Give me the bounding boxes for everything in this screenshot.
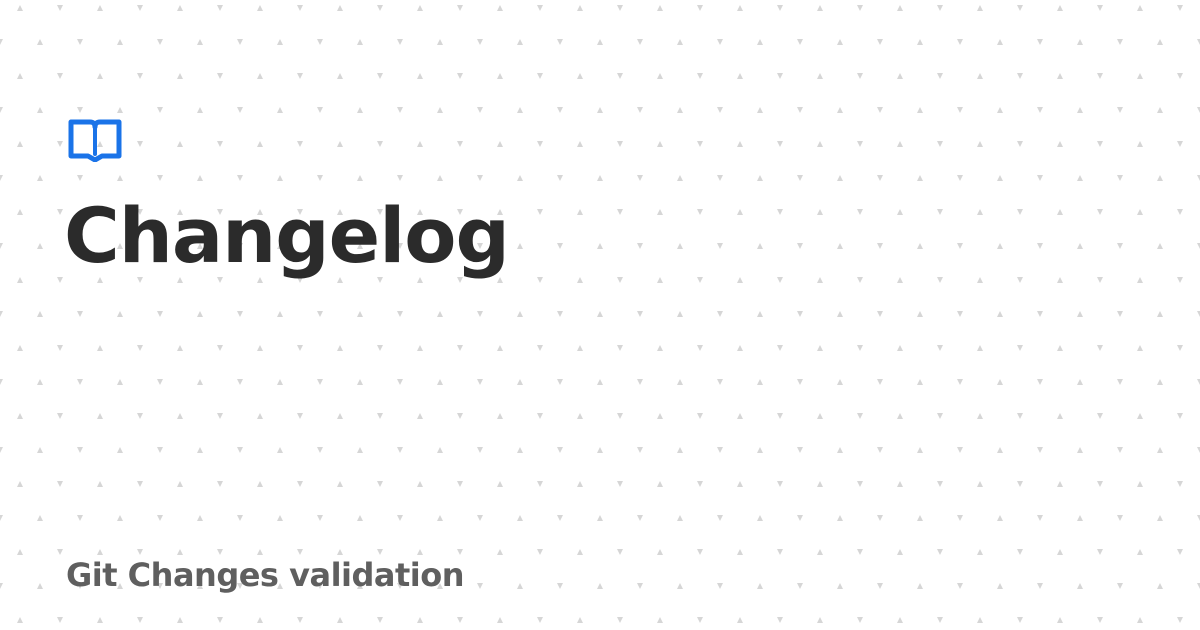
open-book-icon — [68, 119, 122, 162]
page-title: Changelog — [64, 191, 510, 280]
page-subtitle: Git Changes validation — [66, 556, 465, 594]
